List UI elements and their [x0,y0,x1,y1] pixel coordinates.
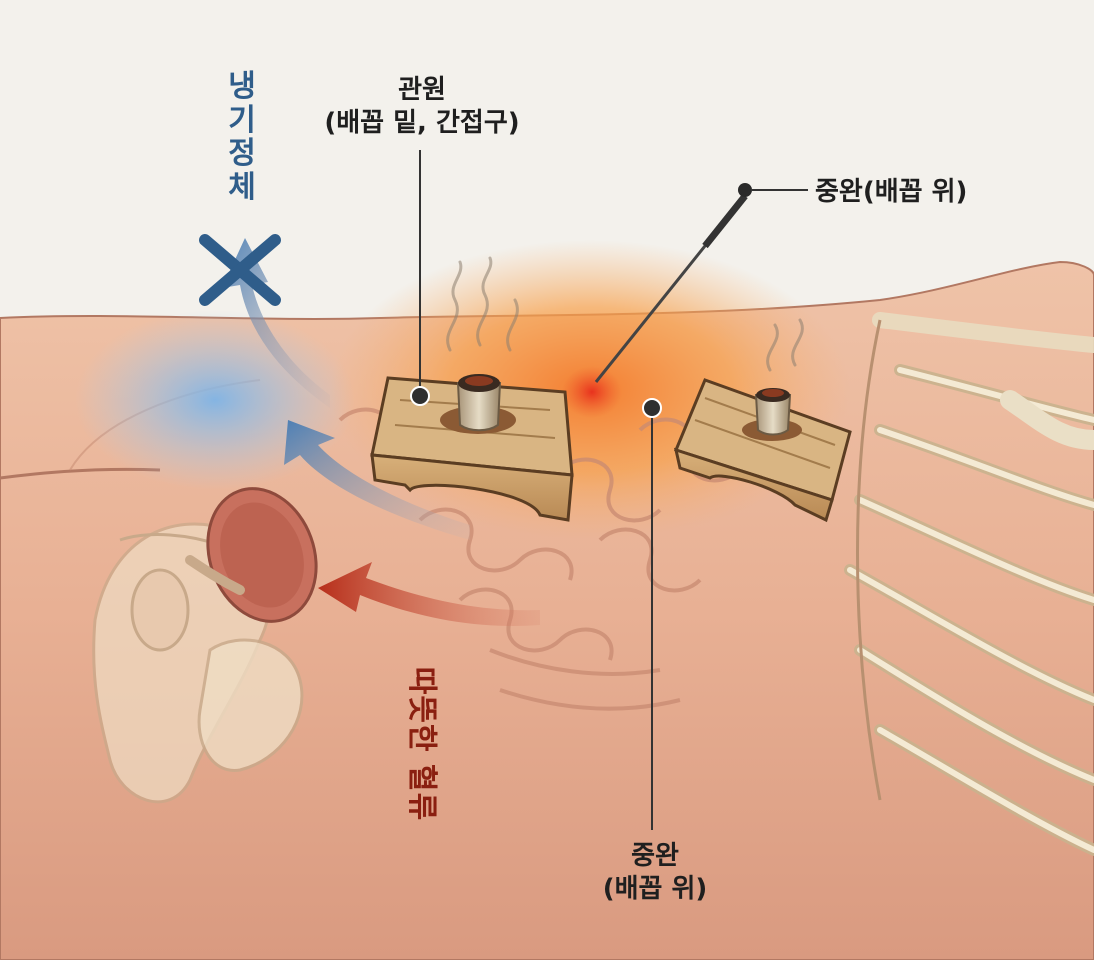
cold-char-4: 체 [228,169,256,205]
jungwan-top-label: 중완(배꼽 위) [815,177,968,207]
cold-char-3: 정 [228,136,256,172]
gwanwon-marker [410,386,430,406]
pelvis [92,522,304,804]
acupuncture-needle-icon [594,183,752,383]
jungwan-marker [642,398,662,418]
moxa-block-jungwan [673,378,852,523]
leader-lines [419,150,808,830]
cold-char-1: 냉 [228,69,256,104]
jungwan-bottom-subtitle: (배꼽 위) [602,873,708,904]
cold-char-2: 기 [228,102,256,138]
jungwan-bottom-label: 중완 (배꼽 위) [580,840,730,905]
section-cut-line [856,319,882,801]
sternum [1000,390,1094,450]
bladder [185,487,318,623]
warm-flow-label: 따뜻한 혈류 [404,666,439,822]
moxa-cone-icon [754,388,792,436]
moxa-smoke [446,256,804,372]
moxa-cone-icon [456,374,502,432]
warm-arrow [318,562,540,626]
intestines [338,407,742,711]
jungwan-bottom-title: 중완 [631,841,679,871]
gwanwon-label: 관원 (배꼽 밑, 간접구) [300,74,544,139]
needle-hotspot [562,366,622,418]
gwanwon-subtitle: (배꼽 밑, 간접구) [324,107,520,138]
cold-stagnation-label: 냉 기 정 체 [222,70,262,204]
x-mark-icon [199,234,281,306]
cold-arrow-mid [284,420,470,540]
gwanwon-title: 관원 [398,75,446,105]
